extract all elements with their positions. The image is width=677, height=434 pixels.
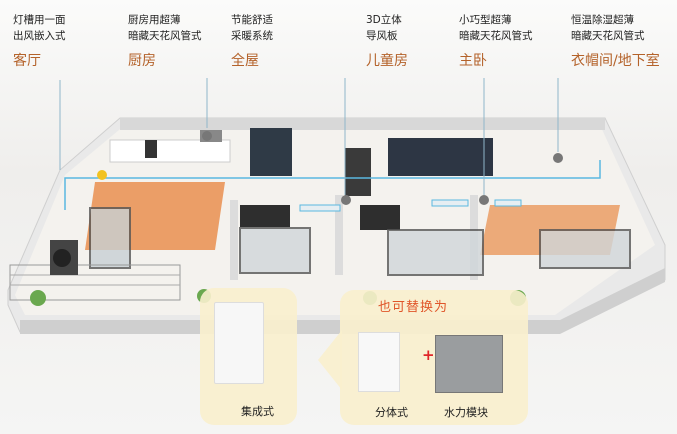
feature-desc: 暗藏天花风管式 xyxy=(128,30,202,42)
feature-master-bedroom: 小巧型超薄 暗藏天花风管式 主卧 xyxy=(459,12,533,70)
feature-whole-house: 节能舒适 采暖系统 全屋 xyxy=(231,12,273,70)
room-label: 衣帽间/地下室 xyxy=(571,53,660,69)
feature-living-room: 灯槽用一面 出风嵌入式 客厅 xyxy=(13,12,66,70)
plus-sign: + xyxy=(422,346,435,364)
split-unit-image xyxy=(358,332,400,392)
integrated-unit-image xyxy=(214,302,264,384)
hydro-module-image xyxy=(435,335,503,393)
hydro-label: 水力模块 xyxy=(444,406,488,419)
feature-desc: 厨房用超薄 xyxy=(128,14,181,26)
feature-desc: 出风嵌入式 xyxy=(13,30,66,42)
feature-kids-room: 3D立体 导风板 儿童房 xyxy=(366,12,408,70)
room-label: 客厅 xyxy=(13,53,41,69)
feature-kitchen: 厨房用超薄 暗藏天花风管式 厨房 xyxy=(128,12,202,70)
room-label: 主卧 xyxy=(459,53,487,69)
feature-desc: 节能舒适 xyxy=(231,14,273,26)
dark-wall-panel xyxy=(388,138,493,176)
room-label: 厨房 xyxy=(128,53,156,69)
door xyxy=(345,148,371,196)
split-label: 分体式 xyxy=(375,406,408,419)
arrow-notch xyxy=(318,330,342,390)
feature-desc: 采暖系统 xyxy=(231,30,273,42)
alternative-units-panel: 也可替换为 + 分体式 水力模块 xyxy=(340,290,528,425)
room-label: 全屋 xyxy=(231,53,259,69)
feature-desc: 暗藏天花风管式 xyxy=(459,30,533,42)
dark-wall-panel xyxy=(250,128,292,176)
duct-line xyxy=(64,160,601,182)
feature-desc: 暗藏天花风管式 xyxy=(571,30,645,42)
feature-closet-basement: 恒温除湿超薄 暗藏天花风管式 衣帽间/地下室 xyxy=(571,12,660,70)
feature-desc: 恒温除湿超薄 xyxy=(571,14,634,26)
alternative-title: 也可替换为 xyxy=(378,300,449,315)
integrated-unit-panel: 集成式 xyxy=(200,288,297,425)
room-label: 儿童房 xyxy=(366,53,408,69)
feature-desc: 导风板 xyxy=(366,30,398,42)
integrated-label: 集成式 xyxy=(241,405,274,418)
feature-desc: 小巧型超薄 xyxy=(459,14,512,26)
feature-desc: 灯槽用一面 xyxy=(13,14,66,26)
feature-desc: 3D立体 xyxy=(366,14,402,26)
